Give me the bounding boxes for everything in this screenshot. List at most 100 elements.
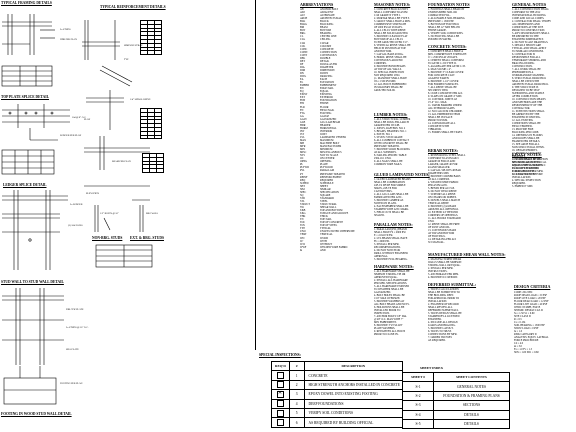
abbreviation-code: SHT [300,184,305,188]
abbreviation-meaning: MISCELLANEOUS [320,151,342,155]
abbreviation-code: & [300,248,303,252]
si-required-checkbox[interactable] [276,419,284,427]
abbreviation-meaning: LAMINATED VENEER [320,135,346,139]
abbreviation-code: BM [300,26,305,30]
abbreviation-code: EXT [300,96,306,100]
abbreviation-code: PLYWD [300,166,309,170]
si-required-checkbox[interactable] [276,390,284,398]
abbreviation-meaning: CONCRETE [320,47,334,51]
abbreviation-meaning: JOIST [320,132,327,136]
parallam-notes-heading: PARALLAM NOTES: [374,222,413,227]
abbreviation-code: SW [300,206,304,210]
abbreviation-meaning: FIELD NAIL [320,108,335,112]
si-required-checkbox[interactable] [276,381,284,389]
abbreviation-code: DWG [300,75,307,79]
si-header-desc: DESCRIPTION [303,360,404,372]
abbreviation-code: TN [300,218,304,222]
abbreviation-meaning: DIAMETER [320,65,334,69]
si-number: 1 [288,370,305,381]
abbreviation-meaning: STRUCTURAL [320,203,338,206]
abbreviation-code: DBL [300,56,306,60]
abbreviation-meaning: GAUGE [320,114,330,118]
abbreviation-meaning: EDGE NAIL [320,87,334,91]
abbreviation-code: TYP [300,227,305,231]
si-number: 3 [288,389,305,400]
abbreviation-code: VERT [300,233,307,237]
abbreviation-meaning: ALTERNATE [320,14,335,18]
title-non-brg-studs: NON-BRG. STUDS [92,236,123,240]
mfg-shear-notes-heading: MANUFACTURED SHEAR WALL NOTES: [428,252,506,257]
sheet-contents: DETAILS [433,418,510,430]
sheet-number: S-4 [402,409,434,420]
abbreviation-meaning: GALVANIZED [320,117,337,121]
si-description: AS REQUIRED BY BUILDING OFFICIAL [303,417,404,428]
si-number: 6 [288,417,305,428]
epoxy-notes-heading: EPOXY NOTES: [512,152,542,157]
abbreviation-meaning: CONNECTION [320,50,337,54]
abbreviation-meaning: ADJACENT [320,11,334,15]
abbreviation-meaning: SPECIFICATION [320,190,339,194]
abbreviation-code: SIM [300,187,305,191]
abbreviation-code: GALV [300,117,307,121]
abbreviation-code: DET [300,59,306,63]
svg-text:2x LEDGER: 2x LEDGER [70,203,83,206]
abbreviation-meaning: STANDARD [320,196,334,200]
abbreviation-code: REQ [300,178,306,182]
abbreviation-code: GLB [300,120,306,124]
abbreviation-code: MAX [300,139,307,143]
abbreviation-meaning: HORIZONTAL [320,126,337,130]
general-notes-heading: GENERAL NOTES [512,2,547,7]
abbreviation-meaning: COLUMN [320,44,332,48]
si-reqd-cell [271,370,290,381]
si-required-checkbox[interactable] [276,409,284,417]
abbreviation-meaning: ANCHOR BOLT [320,8,339,11]
sheet-contents: GENERAL NOTES [433,381,510,392]
abbreviation-meaning: DOUGLAS FIR [320,62,338,66]
design-criteria-heading: DESIGN CRITERIA [514,284,551,289]
abbreviation-meaning: PARALLAM [320,169,335,173]
abbreviation-code: GA [300,114,304,118]
si-required-checkbox[interactable] [276,400,284,408]
svg-text:FOOTING PER PLAN: FOOTING PER PLAN [60,382,83,385]
abbreviation-code: THK [300,215,306,219]
sheet-number: S-2 [402,390,434,402]
svg-text:HDR PER PLAN: HDR PER PLAN [60,38,77,41]
abbreviation-meaning: WITH [320,239,327,243]
abbreviation-code: AB [300,8,304,11]
si-description: VERIFY SOIL CONDITIONS [303,407,404,419]
si-required-checkbox[interactable] [276,372,284,380]
si-description: DEEP FOUNDATIONS [303,398,404,409]
abbreviation-meaning: OPENING [320,160,332,164]
abbreviation-meaning: ON CENTER [320,157,335,161]
abbreviation-item: &AND [300,249,362,252]
foundation-notes-heading: FOUNDATION NOTES [428,2,470,7]
